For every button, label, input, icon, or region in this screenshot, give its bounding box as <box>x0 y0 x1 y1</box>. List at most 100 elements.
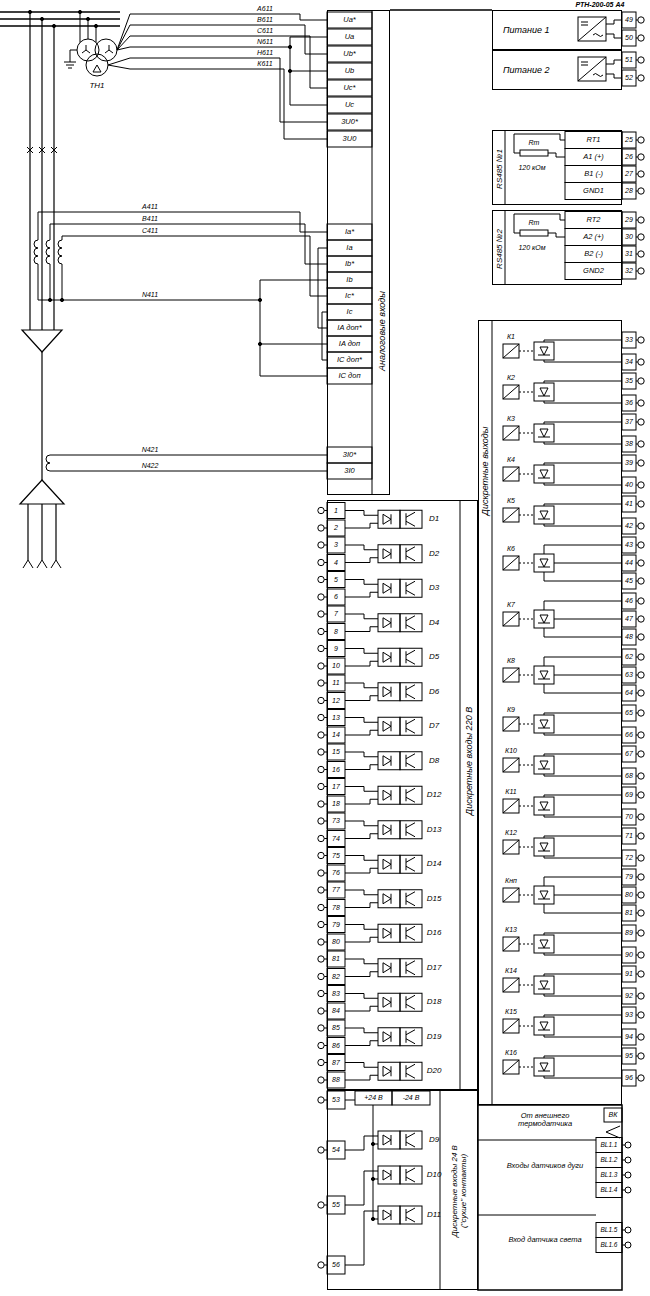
terminal-circle <box>318 852 324 858</box>
schematic-label: 36 <box>625 399 633 407</box>
schematic-label: 1 <box>334 507 338 515</box>
wire <box>554 563 622 564</box>
terminal-circle <box>638 751 644 757</box>
contact-symbol <box>534 666 554 684</box>
terminal-circle <box>638 1034 644 1040</box>
terminal-cell <box>327 1072 345 1088</box>
schematic-label: IC доп <box>338 372 360 380</box>
schematic-label: Кнп <box>505 877 517 885</box>
schematic-label: 30 <box>625 233 633 241</box>
terminal-block: Питание 2 <box>492 50 622 90</box>
terminal-circle <box>638 952 644 958</box>
terminal-cell <box>622 593 636 609</box>
schematic-label: 50 <box>625 34 633 42</box>
star-symbol <box>82 45 90 53</box>
terminal-cell <box>327 503 345 519</box>
phototransistor <box>406 754 415 768</box>
contact-symbol <box>534 383 554 401</box>
wire <box>544 572 622 581</box>
thyristor-symbol <box>538 347 550 355</box>
relay-coil <box>503 556 519 570</box>
terminal-circle <box>318 1042 324 1048</box>
schematic-label: К8 <box>507 657 515 665</box>
phototransistor <box>406 1030 415 1044</box>
terminal-cell <box>622 611 636 627</box>
terminal-circle <box>318 1262 324 1268</box>
terminal-cell <box>622 212 636 228</box>
terminal-cell <box>327 624 345 640</box>
terminal-circle <box>638 217 644 223</box>
phototransistor-symbol <box>400 614 422 632</box>
terminal-circle <box>318 870 324 876</box>
cable-termination <box>20 480 64 504</box>
column-line <box>505 210 506 285</box>
schematic-label: 88 <box>332 1076 340 1084</box>
terminal-cell <box>327 97 372 113</box>
terminal-cell <box>622 1070 636 1086</box>
terminal-circle <box>625 1157 631 1163</box>
terminal-cell <box>622 746 636 762</box>
wire <box>544 774 622 776</box>
schematic-label: +24 В <box>364 1094 383 1102</box>
wire <box>345 661 378 666</box>
wire <box>544 483 622 485</box>
phototransistor <box>406 1208 415 1222</box>
mechanical-link <box>519 675 534 676</box>
wire <box>544 442 622 444</box>
phototransistor <box>406 995 415 1009</box>
relay-coil <box>503 840 519 854</box>
terminal-cell <box>622 887 636 903</box>
phototransistor <box>406 650 415 664</box>
wire <box>345 959 378 964</box>
phototransistor <box>406 512 415 526</box>
schematic-label: 90 <box>625 951 633 959</box>
phototransistor-symbol <box>400 752 422 770</box>
wire <box>544 657 622 666</box>
terminal-cell <box>327 762 345 778</box>
junction-dot <box>28 10 31 13</box>
sensor-cell <box>596 1168 622 1183</box>
contact-symbol <box>534 342 554 360</box>
wire <box>544 856 622 858</box>
schematic-label: GND2 <box>583 267 604 275</box>
phototransistor-symbol <box>400 545 422 563</box>
ground-symbol <box>68 68 72 69</box>
converter-symbol <box>578 17 606 41</box>
terminal-cell <box>327 675 345 691</box>
phototransistor-symbol <box>400 1028 422 1046</box>
relay-coil <box>503 1060 519 1074</box>
schematic-label: К15 <box>505 1008 517 1016</box>
schematic-label: С411 <box>142 227 158 235</box>
supply-bus <box>373 1105 374 1219</box>
wire <box>345 937 378 942</box>
schematic-label: Ub* <box>343 50 356 58</box>
wire <box>548 233 565 237</box>
wire <box>345 799 378 804</box>
schematic-label: 80 <box>332 938 340 946</box>
phototransistor-symbol <box>400 1131 422 1149</box>
terminal-cell <box>327 658 345 674</box>
mechanical-link <box>519 724 534 725</box>
phototransistor-symbol <box>400 648 422 666</box>
terminal-cell <box>622 12 636 28</box>
schematic-label: RT2 <box>586 216 600 224</box>
led-diode <box>383 928 391 938</box>
terminal-cell <box>327 1141 345 1159</box>
wire <box>345 821 378 826</box>
terminal-circle <box>318 645 324 651</box>
terminal-circle <box>638 542 644 548</box>
terminal-circle <box>638 892 644 898</box>
junction-dot <box>371 1177 374 1180</box>
terminal-cell <box>327 46 372 62</box>
wire <box>260 344 327 345</box>
led-symbol <box>378 786 400 804</box>
schematic-label: К12 <box>505 829 517 837</box>
wire <box>544 401 622 403</box>
frame-line <box>390 9 492 11</box>
schematic-label: 85 <box>332 1024 340 1032</box>
schematic-label: 7 <box>334 610 338 618</box>
terminal-cell <box>327 336 372 352</box>
sensor-cell <box>596 1223 622 1238</box>
